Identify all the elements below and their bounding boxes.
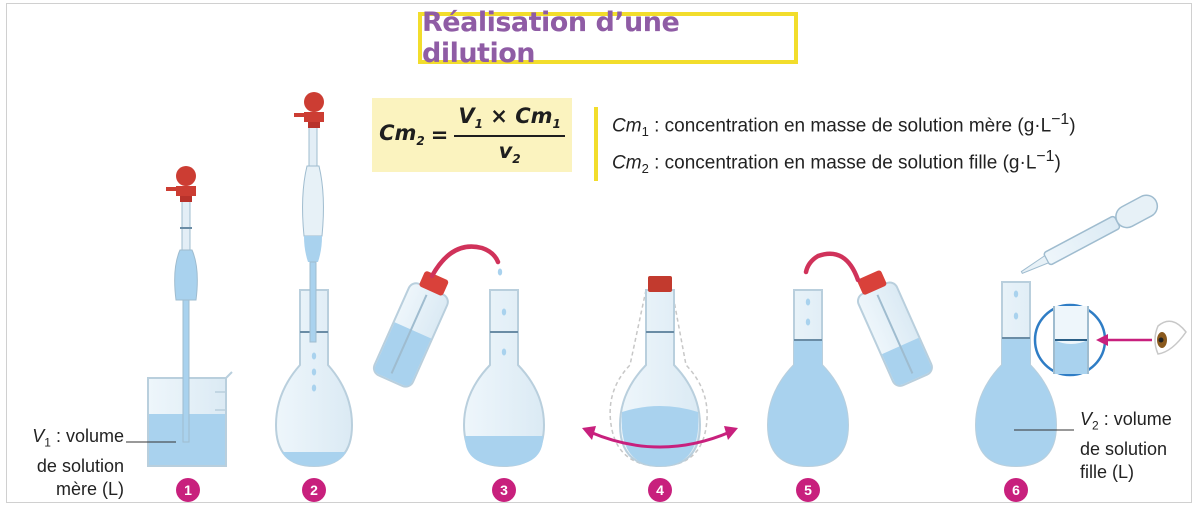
title-box: Réalisation d’une dilution xyxy=(418,7,798,69)
formula-denominator: v2 xyxy=(498,138,521,166)
label-v2: V2 : volume de solution fille (L) xyxy=(1080,409,1172,482)
formula-fraction: V1 × Cm1 v2 xyxy=(454,104,565,166)
step4-flask xyxy=(609,276,708,468)
dilution-formula: Cm2 = V1 × Cm1 v2 xyxy=(372,98,572,172)
formula-equals: = xyxy=(430,123,449,147)
step6-dropper xyxy=(1020,194,1159,274)
formula-numerator: V1 × Cm1 xyxy=(454,104,565,137)
step1-pipette xyxy=(166,166,198,443)
legend-item-cm2: Cm2 : concentration en masse de solution… xyxy=(612,148,1061,177)
page-title: Réalisation d’une dilution xyxy=(422,7,680,69)
step-badge-3: 3 xyxy=(492,478,516,502)
step-badge-2: 2 xyxy=(302,478,326,502)
figure-frame xyxy=(6,3,1192,503)
step-badge-6: 6 xyxy=(1004,478,1028,502)
step2-pipette xyxy=(294,92,324,392)
step6-meniscus-zoom xyxy=(1033,303,1107,377)
step4-shake-arrow xyxy=(582,426,738,449)
step6-flask xyxy=(974,281,1058,468)
formula-legend: Cm1 : concentration en masse de solution… xyxy=(594,107,1076,182)
step1-beaker xyxy=(147,371,233,467)
step2-flask xyxy=(274,289,354,468)
legend-item-cm1: Cm1 : concentration en masse de solution… xyxy=(612,111,1076,140)
step3-wash-bottle xyxy=(372,244,503,388)
step-badge-1: 1 xyxy=(176,478,200,502)
step5-flask xyxy=(766,289,850,468)
step3-flask xyxy=(462,289,546,468)
step5-wash-bottle xyxy=(803,251,933,387)
step-badge-5: 5 xyxy=(796,478,820,502)
formula-lhs: Cm2 xyxy=(379,121,425,149)
label-v1: V1 : volume de solution mère (L) xyxy=(32,426,124,499)
eye-icon xyxy=(1096,320,1187,355)
step-badge-4: 4 xyxy=(648,478,672,502)
